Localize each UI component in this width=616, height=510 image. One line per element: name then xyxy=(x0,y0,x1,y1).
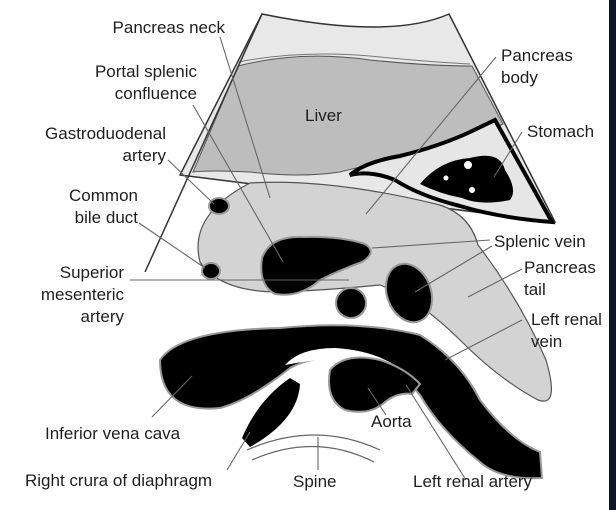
leader-lines xyxy=(130,36,523,481)
label-gastroduodenal-1: Gastroduodenal xyxy=(45,124,166,143)
label-gastroduodenal-2: artery xyxy=(122,146,166,165)
label-pancreas-tail-2: tail xyxy=(524,280,546,299)
label-ivc: Inferior vena cava xyxy=(45,424,181,443)
label-pancreas-body-1: Pancreas xyxy=(501,46,573,65)
gastroduodenal-artery-shape xyxy=(208,197,230,215)
label-sma-2: mesenteric xyxy=(40,285,124,304)
label-left-renal-vein-1: Left renal xyxy=(531,310,602,329)
left-renal-vein-shape xyxy=(158,324,544,480)
label-common-bile-1: Common xyxy=(69,186,138,205)
label-sma-1: Superior xyxy=(59,263,124,282)
label-splenic-vein: Splenic vein xyxy=(494,232,586,251)
label-spine: Spine xyxy=(293,472,337,491)
label-aorta: Aorta xyxy=(371,412,412,431)
label-portal-splenic-2: confluence xyxy=(114,84,197,103)
spine-shape xyxy=(246,434,381,451)
label-pancreas-tail-1: Pancreas xyxy=(524,258,596,277)
label-pancreas-neck: Pancreas neck xyxy=(112,18,225,37)
label-stomach: Stomach xyxy=(527,122,595,141)
right-border xyxy=(609,0,616,510)
label-sma-3: artery xyxy=(80,307,124,326)
stomach-lumen xyxy=(420,155,514,203)
common-bile-duct-shape xyxy=(201,262,221,280)
label-right-crura: Right crura of diaphragm xyxy=(25,471,213,490)
label-pancreas-body-2: body xyxy=(501,68,538,87)
label-left-renal-vein-2: vein xyxy=(531,332,563,351)
label-left-renal-artery: Left renal artery xyxy=(413,472,533,491)
aorta-shape xyxy=(328,356,422,413)
label-portal-splenic-1: Portal splenic xyxy=(94,62,197,81)
splenic-vein-shape xyxy=(384,262,434,324)
right-crura-shape xyxy=(242,378,300,447)
label-common-bile-2: bile duct xyxy=(74,208,138,227)
pancreas-region xyxy=(197,181,553,402)
label-liver: Liver xyxy=(305,106,342,125)
sma-shape xyxy=(335,287,367,319)
